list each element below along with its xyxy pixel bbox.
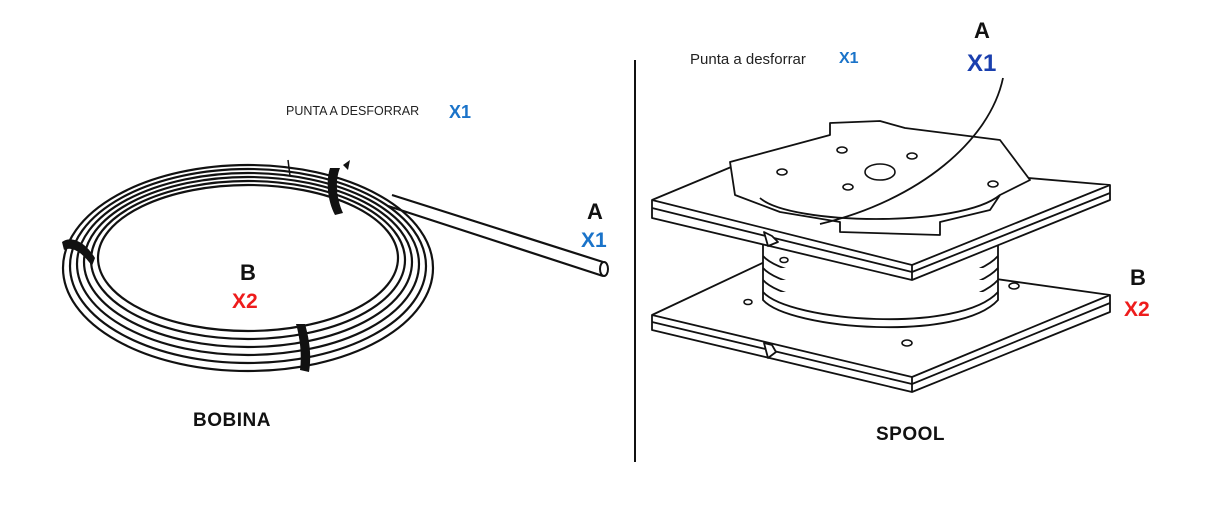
right-title: SPOOL bbox=[876, 424, 946, 445]
right-strip-count: X1 bbox=[839, 50, 859, 67]
left-strip-label: PUNTA A DESFORRAR bbox=[286, 104, 420, 118]
left-end-a-label: A bbox=[587, 199, 603, 224]
left-end-b-label: B bbox=[240, 260, 256, 285]
left-strip-count: X1 bbox=[449, 102, 472, 122]
left-end-b-count: X2 bbox=[232, 290, 258, 313]
right-strip-label: Punta a desforrar bbox=[690, 51, 806, 68]
divider bbox=[634, 60, 636, 462]
right-end-a-label: A bbox=[974, 18, 990, 43]
right-end-a-count: X1 bbox=[967, 50, 997, 77]
coil-illustration bbox=[61, 159, 609, 373]
right-end-b-label: B bbox=[1130, 265, 1146, 290]
left-end-a-count: X1 bbox=[581, 229, 607, 252]
right-end-b-count: X2 bbox=[1124, 298, 1150, 321]
left-title: BOBINA bbox=[193, 410, 271, 431]
